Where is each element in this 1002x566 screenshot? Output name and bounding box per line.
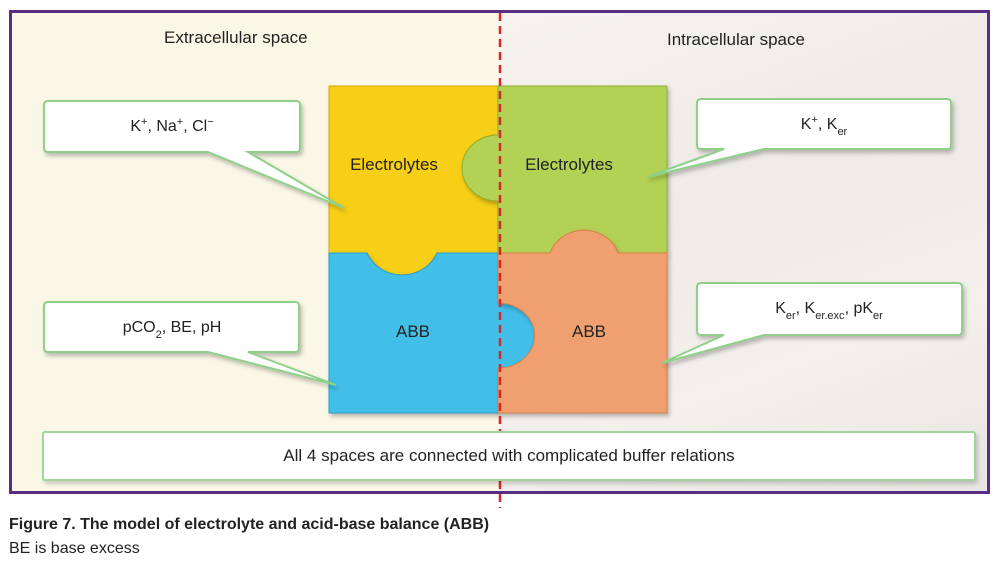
callout-text-top-left: K+, Na+, Cl−	[130, 116, 213, 135]
bottom-note-text: All 4 spaces are connected with complica…	[283, 446, 735, 465]
callout-text-top-right: K+, Ker	[801, 114, 848, 138]
figure-caption-title: Figure 7. The model of electrolyte and a…	[9, 516, 490, 533]
callout-top-left	[43, 100, 345, 209]
divider-extension	[498, 494, 502, 508]
figure-caption-subtitle: BE is base excess	[9, 540, 140, 557]
intracellular-space-label: Intracellular space	[667, 30, 805, 49]
puzzle-diagram: Electrolytes Electrolytes ABB ABB K+, Na…	[43, 13, 963, 491]
abb-intracellular-piece	[497, 229, 668, 414]
callout-text-bottom-right: Ker, Ker.exc, pKer	[775, 300, 883, 322]
extracellular-space-label: Extracellular space	[164, 28, 308, 47]
callout-bottom-right	[661, 282, 963, 364]
bottom-note-box: All 4 spaces are connected with complica…	[42, 431, 976, 481]
figure-frame: Extracellular space Intracellular space …	[9, 10, 990, 494]
piece-label-electrolytes-left: Electrolytes	[350, 155, 438, 174]
piece-label-abb-right: ABB	[572, 322, 606, 341]
piece-label-electrolytes-right: Electrolytes	[525, 155, 613, 174]
callout-text-bottom-left: pCO2, BE, pH	[123, 319, 222, 341]
piece-label-abb-left: ABB	[396, 322, 430, 341]
callout-top-right	[646, 98, 952, 178]
callout-bottom-left	[43, 301, 337, 386]
